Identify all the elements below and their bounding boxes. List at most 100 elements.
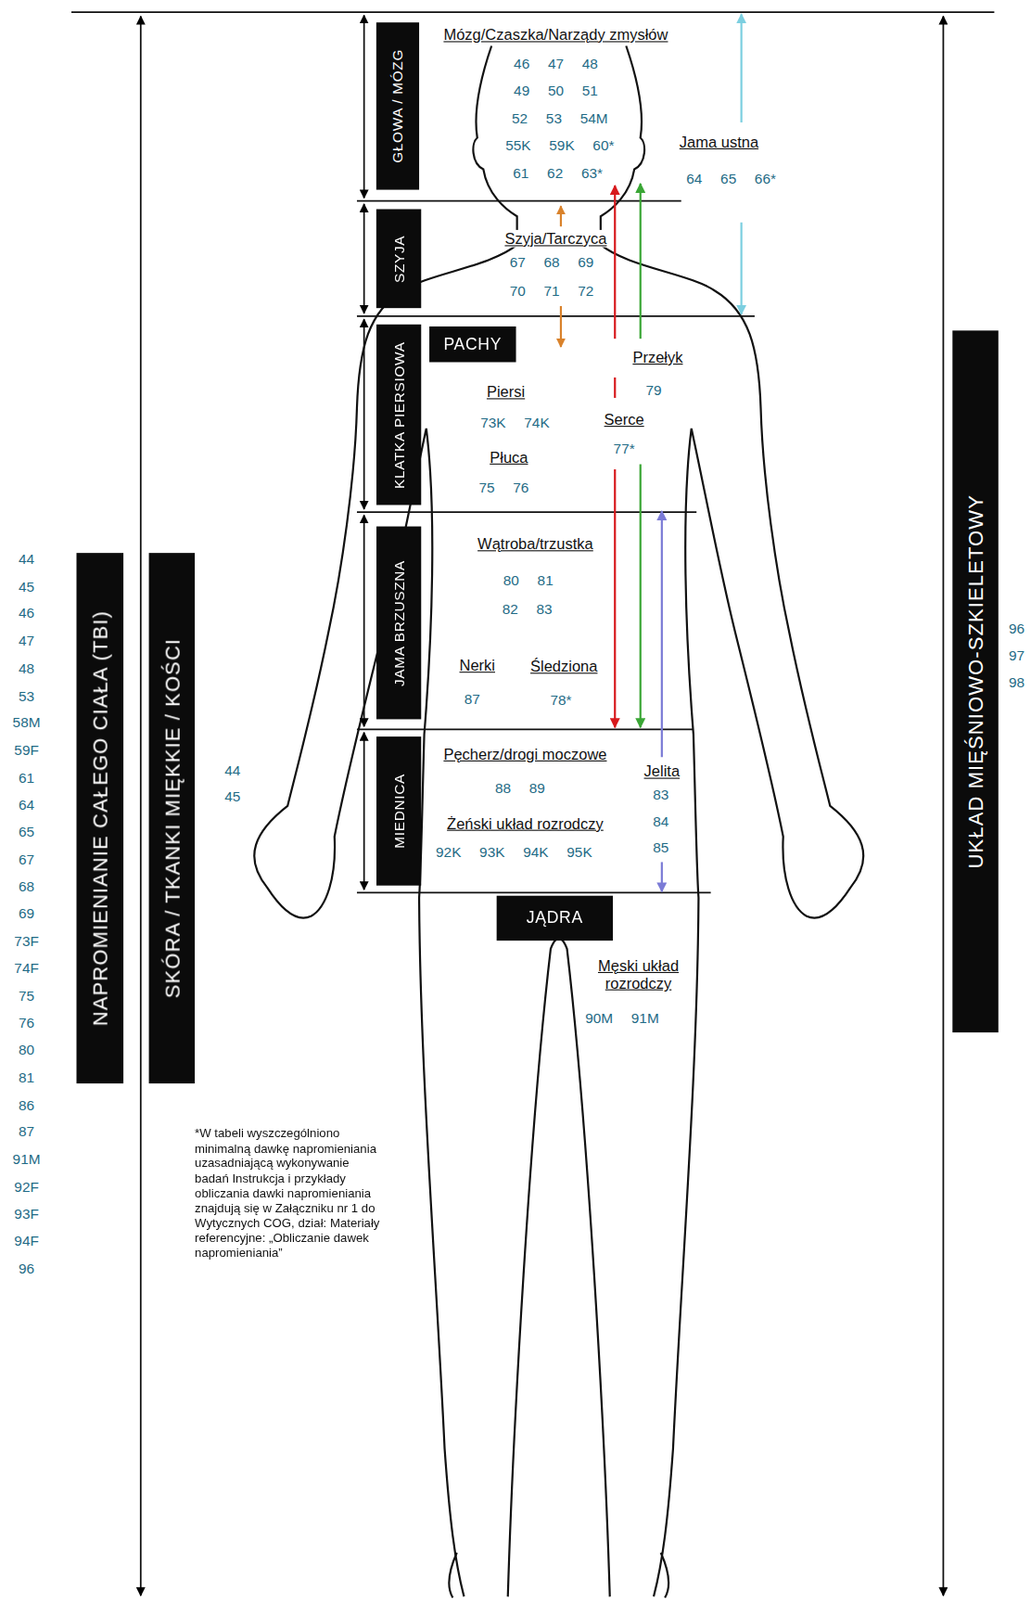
callout-number: 67 bbox=[16, 850, 38, 867]
callout-number: 67 68 69 bbox=[507, 254, 596, 271]
organ-heading: Pęcherz/drogi moczowe bbox=[441, 744, 609, 763]
organ-heading: Żeński układ rozrodczy bbox=[445, 814, 606, 832]
callout-number: 87 bbox=[16, 1122, 38, 1140]
callout-number: 91M bbox=[10, 1150, 42, 1168]
organ-heading: Serce bbox=[601, 410, 647, 429]
body-outline bbox=[254, 45, 864, 1597]
organ-heading: Szyja/Tarczyca bbox=[502, 229, 609, 248]
footnote: *W tabeli wyszczególniono minimalną dawk… bbox=[194, 1125, 387, 1261]
callout-number: 70 71 72 bbox=[507, 282, 596, 300]
region-label: KLATKA PIERSIOWA bbox=[391, 341, 406, 489]
callout-number: 58M bbox=[10, 713, 42, 731]
organ-heading: Płuca bbox=[487, 447, 531, 466]
callout-number: 53 bbox=[16, 687, 38, 704]
callout-number: 81 bbox=[16, 1068, 38, 1085]
organ-heading: Przełyk bbox=[630, 347, 686, 366]
region-band: UKŁAD MIĘŚNIOWO-SZKIELETOWY bbox=[952, 330, 998, 1032]
region-label: JAMA BRZUSZNA bbox=[391, 559, 406, 686]
region-band: MIEDNICA bbox=[376, 736, 421, 886]
dimension-arrow bbox=[363, 203, 366, 314]
callout-number: 48 bbox=[16, 659, 38, 676]
callout-number: 87 bbox=[461, 690, 483, 708]
range-arrow bbox=[560, 305, 562, 347]
range-arrow bbox=[661, 510, 663, 757]
organ-heading: Jelita bbox=[641, 762, 682, 780]
region-tag: PACHY bbox=[429, 326, 516, 362]
dimension-arrow bbox=[363, 318, 366, 510]
region-band: NAPROMIENIANIE CAŁEGO CIAŁA (TBI) bbox=[76, 552, 124, 1083]
region-label: UKŁAD MIĘŚNIOWO-SZKIELETOWY bbox=[965, 494, 986, 868]
callout-number: 75 76 bbox=[476, 479, 531, 497]
abdomen-line bbox=[356, 728, 694, 731]
callout-number: 73K 74K bbox=[478, 414, 552, 432]
callout-number: 59F bbox=[12, 741, 41, 759]
callout-number: 61 bbox=[16, 768, 38, 786]
range-arrow bbox=[560, 205, 562, 227]
region-label: SZYJA bbox=[391, 234, 406, 282]
callout-number: 78* bbox=[547, 691, 574, 709]
organ-heading: Mózg/Czaszka/Narządy zmysłów bbox=[441, 25, 670, 44]
callout-number: 90M 91M bbox=[583, 1009, 662, 1027]
region-label: MIEDNICA bbox=[391, 773, 406, 849]
range-arrow bbox=[661, 861, 663, 891]
callout-number: 64 65 66* bbox=[684, 170, 778, 188]
dimension-arrow bbox=[363, 514, 366, 726]
organ-heading: Piersi bbox=[484, 382, 528, 401]
top-line bbox=[71, 11, 994, 13]
callout-number: 88 89 bbox=[493, 778, 548, 796]
callout-number: 75 bbox=[16, 986, 38, 1004]
callout-number: 45 bbox=[222, 788, 243, 805]
callout-number: 52 53 54M bbox=[509, 110, 611, 128]
range-arrow bbox=[740, 13, 743, 123]
callout-number: 92F bbox=[12, 1177, 41, 1195]
organ-heading: Śledziona bbox=[528, 657, 600, 675]
callout-number: 96 bbox=[1006, 620, 1028, 637]
callout-number: 82 83 bbox=[499, 600, 554, 618]
callout-number: 76 bbox=[16, 1014, 38, 1031]
callout-number: 46 bbox=[16, 605, 38, 623]
callout-number: 83 bbox=[650, 786, 672, 803]
callout-number: 73F bbox=[12, 931, 41, 949]
callout-number: 49 50 51 bbox=[511, 82, 600, 100]
callout-number: 80 81 bbox=[501, 572, 556, 589]
region-lines bbox=[71, 12, 994, 892]
dimension-arrow bbox=[942, 16, 945, 1596]
region-band: GŁOWA / MÓZG bbox=[376, 22, 420, 190]
callout-number: 61 62 63* bbox=[510, 165, 605, 182]
organ-heading: Męski układ rozrodczy bbox=[583, 955, 694, 992]
organ-heading: Jama ustna bbox=[677, 132, 762, 151]
callout-number: 44 bbox=[16, 550, 38, 568]
callout-number: 44 bbox=[222, 762, 243, 779]
range-arrow bbox=[613, 469, 616, 727]
callout-number: 92K 93K 94K 95K bbox=[433, 843, 595, 861]
head-line bbox=[356, 200, 682, 203]
region-label: GŁOWA / MÓZG bbox=[390, 49, 405, 164]
callout-number: 45 bbox=[16, 577, 38, 595]
region-label: PACHY bbox=[443, 335, 502, 353]
callout-number: 93F bbox=[12, 1204, 41, 1222]
callout-number: 84 bbox=[650, 813, 672, 830]
callout-number: 96 bbox=[16, 1259, 38, 1276]
range-arrow bbox=[740, 222, 743, 315]
callout-number: 55K 59K 60* bbox=[503, 136, 617, 153]
range-arrow bbox=[613, 185, 616, 339]
region-band: KLATKA PIERSIOWA bbox=[376, 324, 421, 506]
pelvis-line bbox=[356, 891, 712, 894]
callout-number: 86 bbox=[16, 1095, 38, 1113]
range-arrow bbox=[639, 183, 642, 339]
chest-line bbox=[356, 510, 697, 513]
region-band: JAMA BRZUSZNA bbox=[376, 526, 421, 720]
callout-number: 69 bbox=[16, 904, 38, 922]
callout-number: 68 bbox=[16, 878, 38, 895]
dimension-arrow bbox=[363, 732, 366, 890]
region-band: SKÓRA / TKANKI MIĘKKIE / KOŚCI bbox=[149, 552, 195, 1083]
callout-number: 77* bbox=[610, 440, 637, 458]
callout-number: 74F bbox=[12, 959, 41, 977]
callout-number: 65 bbox=[16, 823, 38, 841]
callout-number: 97 bbox=[1006, 646, 1028, 663]
organ-heading: Wątroba/trzustka bbox=[475, 534, 596, 553]
dimension-arrows bbox=[140, 14, 944, 1595]
shoulder-line bbox=[356, 315, 755, 318]
callout-number: 79 bbox=[643, 381, 664, 398]
